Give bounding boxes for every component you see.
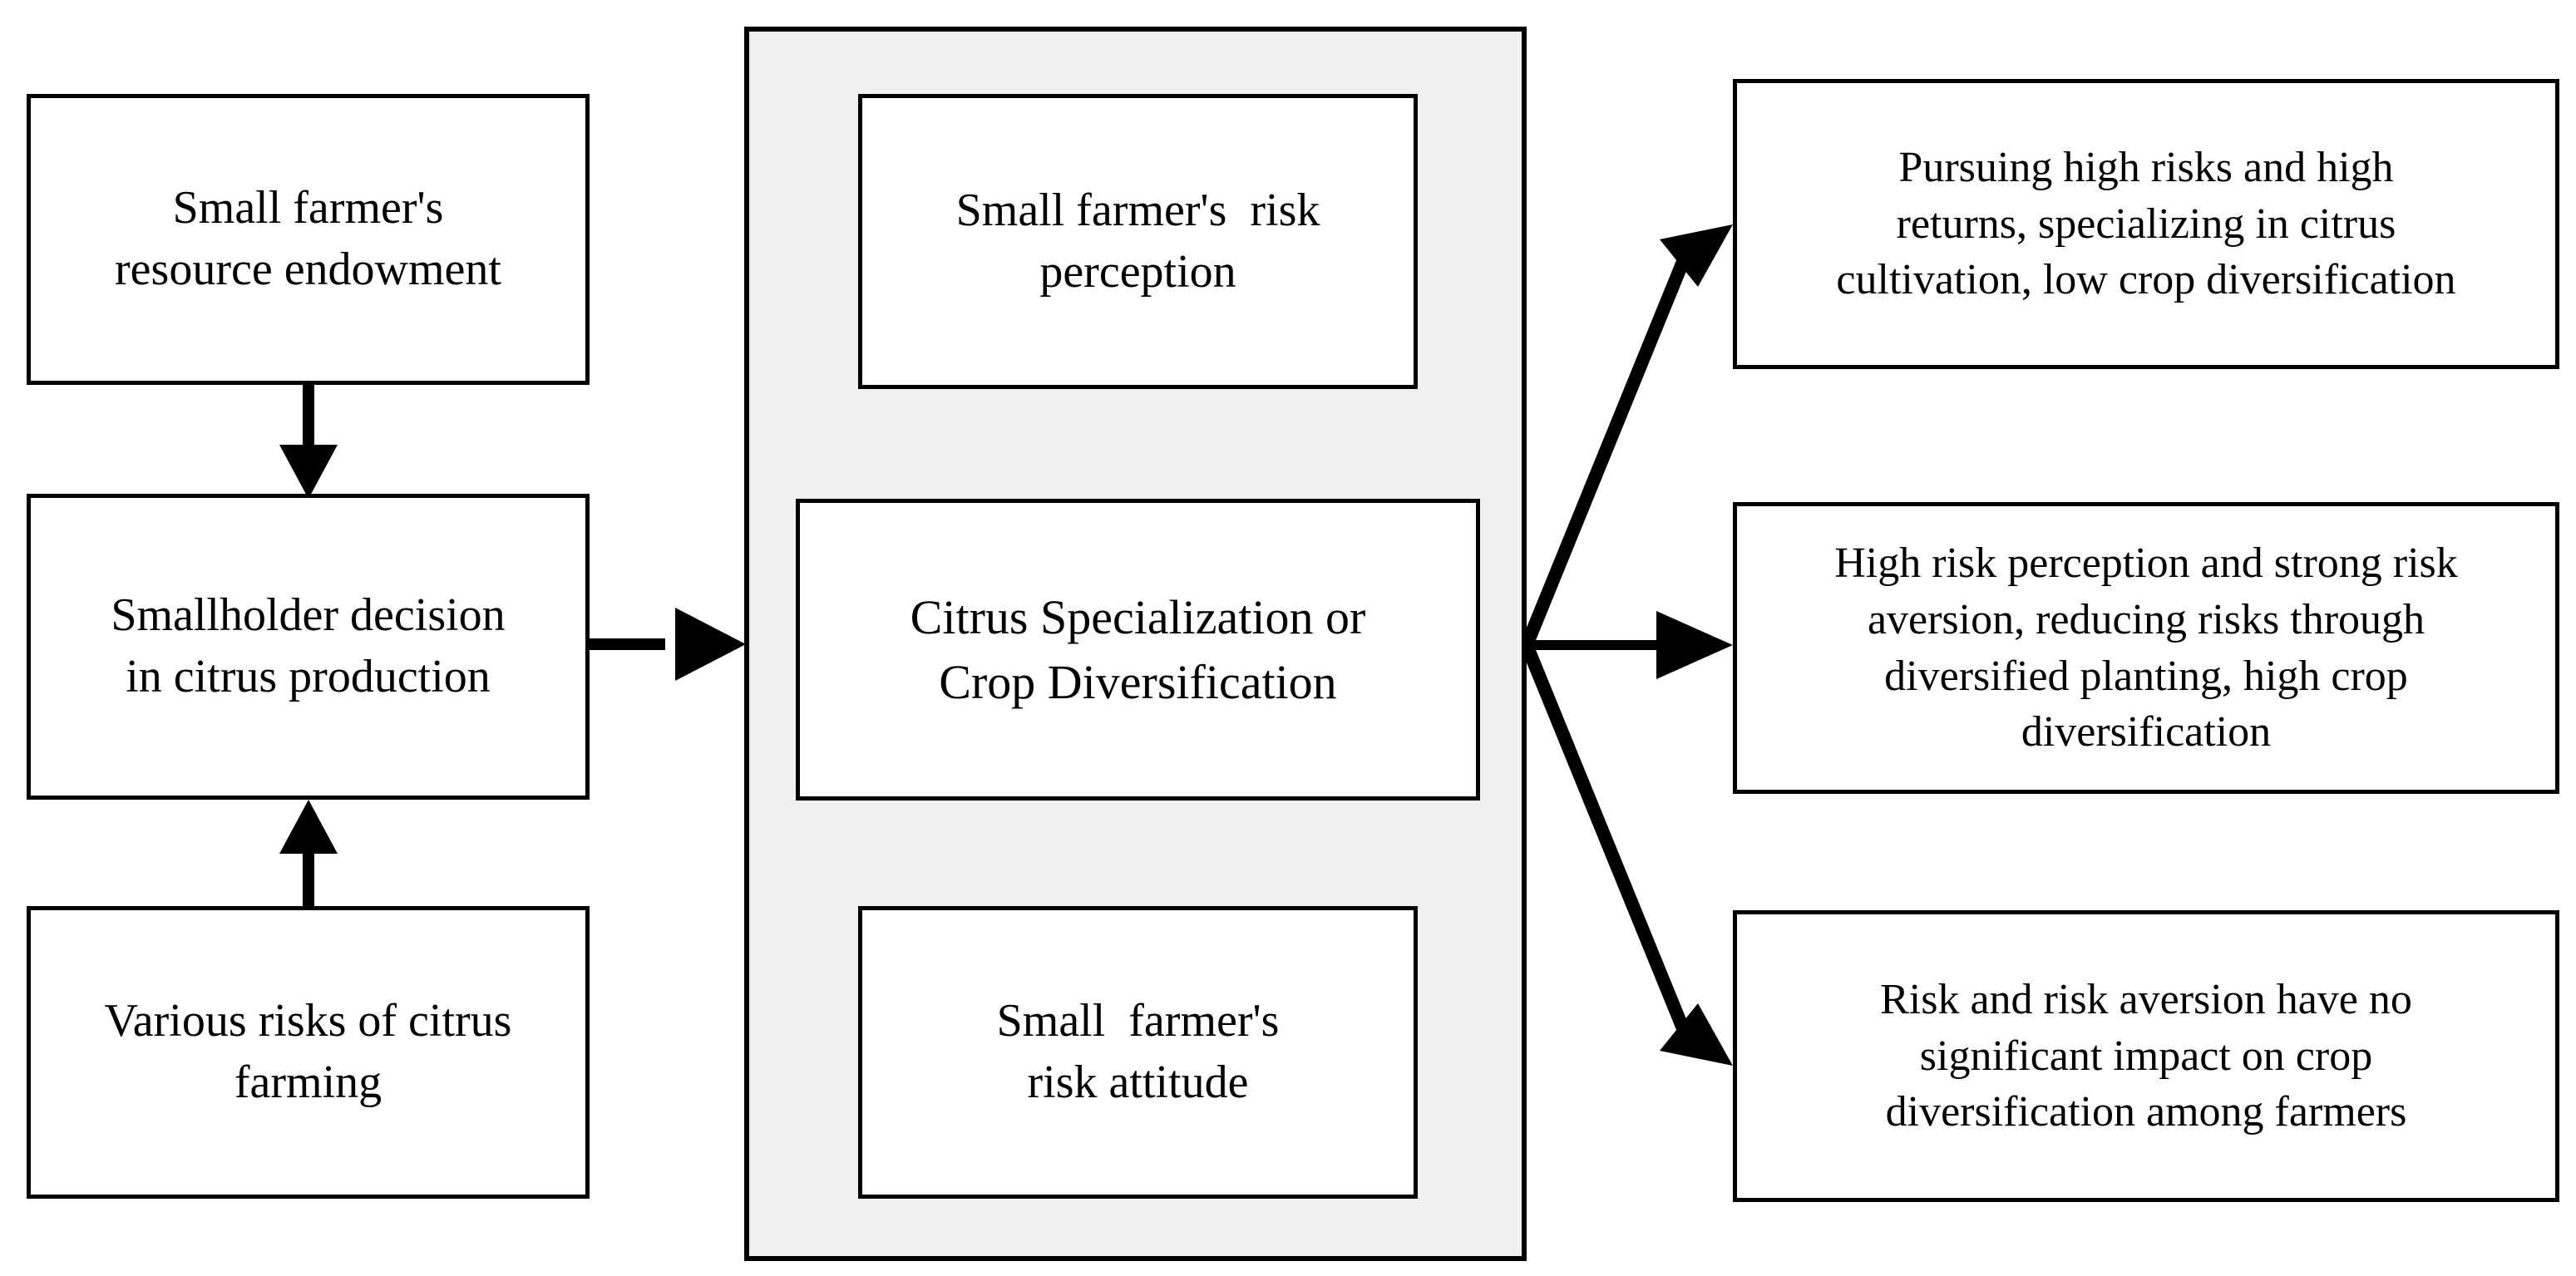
edge-core-to-outcome-one: [1520, 224, 1733, 648]
node-outcome-specialization[interactable]: Pursuing high risks and high returns, sp…: [1733, 79, 2559, 369]
node-risk-attitude-label: Small farmer's risk attitude: [996, 995, 1280, 1108]
node-outcome-diversification-label: High risk perception and strong risk ave…: [1834, 539, 2458, 756]
node-smallholder-decision[interactable]: Smallholder decision in citrus productio…: [27, 494, 590, 800]
node-resource-endowment[interactable]: Small farmer's resource endowment: [27, 94, 590, 385]
edge-decision-to-core: [590, 608, 746, 681]
edge-risks-to-decision: [279, 800, 338, 906]
edge-core-to-outcome-three: [1520, 642, 1733, 1066]
node-risk-attitude[interactable]: Small farmer's risk attitude: [858, 906, 1418, 1199]
node-citrus-specialization-or-crop-diversification[interactable]: Citrus Specialization or Crop Diversific…: [796, 499, 1480, 801]
node-citrus-risks-label: Various risks of citrus farming: [104, 995, 512, 1108]
node-outcome-no-impact[interactable]: Risk and risk aversion have no significa…: [1733, 910, 2559, 1202]
node-smallholder-decision-label: Smallholder decision in citrus productio…: [111, 589, 506, 702]
node-outcome-diversification[interactable]: High risk perception and strong risk ave…: [1733, 502, 2559, 794]
node-citrus-risks[interactable]: Various risks of citrus farming: [27, 906, 590, 1199]
edge-core-to-outcome-two: [1527, 611, 1733, 679]
node-risk-perception[interactable]: Small farmer's risk perception: [858, 94, 1418, 389]
node-risk-perception-label: Small farmer's risk perception: [955, 184, 1320, 298]
node-outcome-specialization-label: Pursuing high risks and high returns, sp…: [1836, 144, 2456, 304]
node-core-outcome-label: Citrus Specialization or Crop Diversific…: [910, 589, 1366, 709]
node-outcome-no-impact-label: Risk and risk aversion have no significa…: [1880, 976, 2412, 1136]
edge-endowment-to-decision: [279, 385, 338, 499]
node-resource-endowment-label: Small farmer's resource endowment: [115, 182, 501, 295]
